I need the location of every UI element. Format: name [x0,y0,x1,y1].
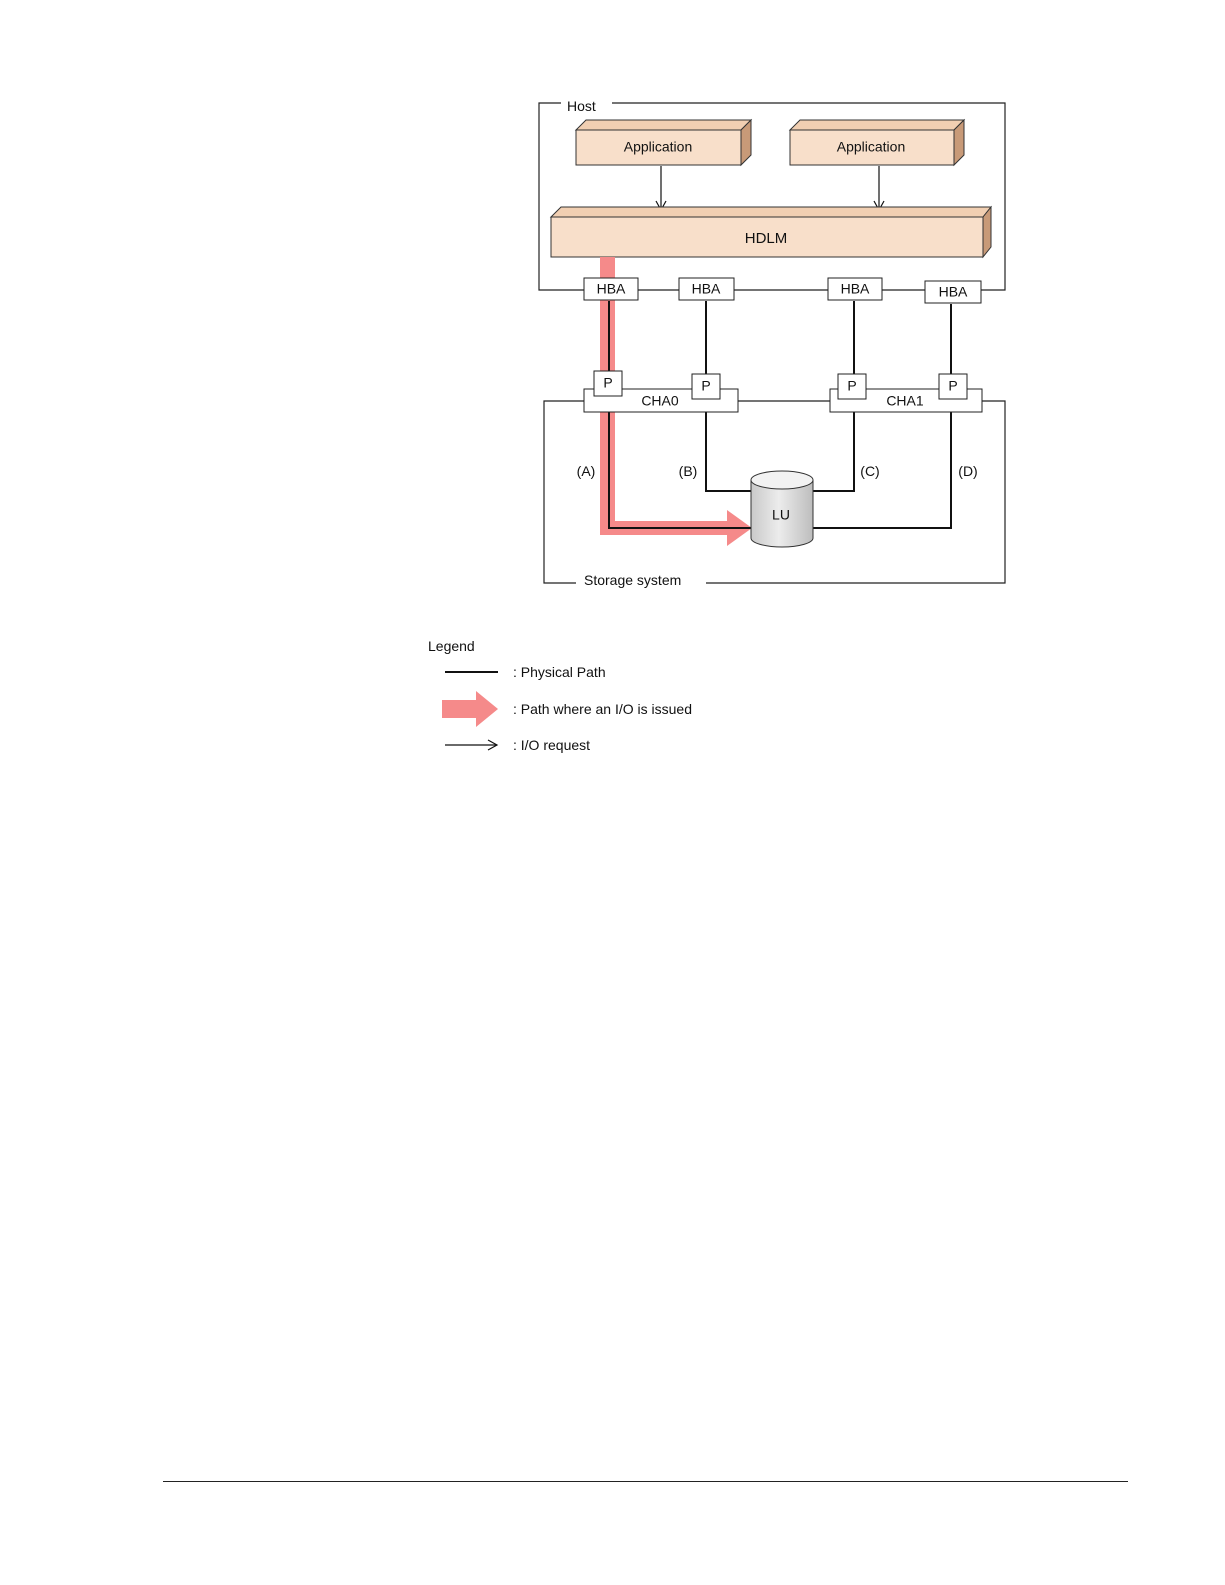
host-label: Host [567,98,596,114]
path-label-a: (A) [577,463,596,479]
cha-label: CHA1 [886,393,924,409]
legend-io-path-swatch [442,691,498,727]
application-label: Application [624,139,693,155]
storage-label: Storage system [584,572,681,588]
legend-item-label: : Path where an I/O is issued [513,701,692,717]
footer-rule [163,1481,1128,1482]
path-label-c: (C) [860,463,879,479]
port-box: P [594,371,622,396]
legend: Legend : Physical Path : Path where an I… [428,638,692,753]
port-label: P [603,375,612,391]
path-label-d: (D) [958,463,977,479]
application-box: Application [576,120,751,165]
hba-box: HBA [828,278,882,300]
cha-label: CHA0 [641,393,679,409]
hba-label: HBA [692,281,721,297]
hdlm-box: HDLM [551,207,991,257]
port-label: P [948,378,957,394]
hba-box: HBA [584,278,638,300]
port-label: P [701,378,710,394]
physical-path-a [609,301,751,528]
legend-item-label: : I/O request [513,737,590,753]
legend-item-label: : Physical Path [513,664,606,680]
hdlm-label: HDLM [745,230,788,247]
port-box: P [838,374,866,399]
port-label: P [847,378,856,394]
port-box: P [692,374,720,399]
hba-label: HBA [597,281,626,297]
physical-path-d [813,304,951,528]
lu-cylinder: LU [751,471,813,547]
legend-title: Legend [428,638,475,654]
hba-box: HBA [925,281,981,303]
lu-label: LU [772,507,790,523]
hba-label: HBA [841,281,870,297]
application-label: Application [837,139,906,155]
port-box: P [939,374,967,399]
hba-box: HBA [679,278,734,300]
path-label-b: (B) [679,463,698,479]
hba-label: HBA [939,284,968,300]
application-box: Application [790,120,964,165]
